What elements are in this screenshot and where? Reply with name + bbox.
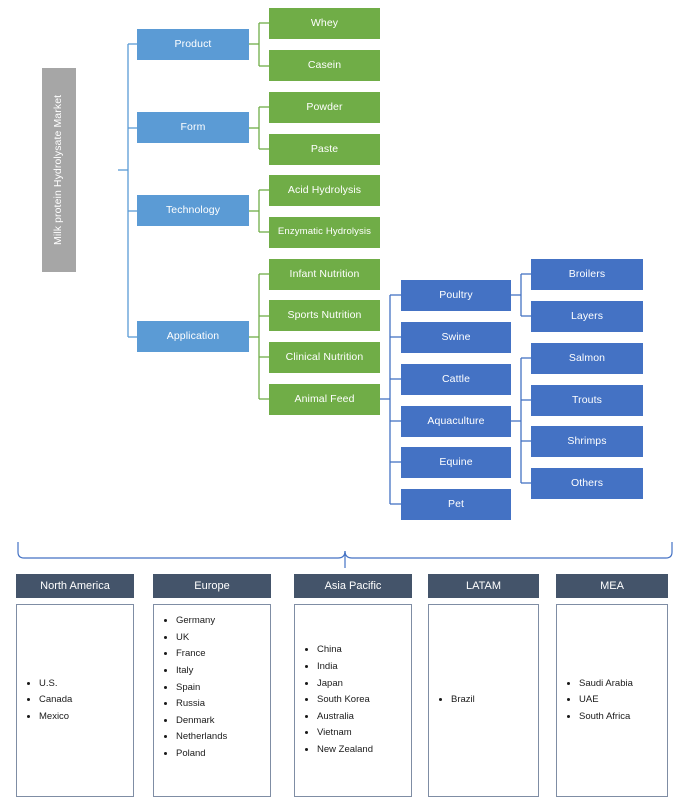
region-body-mea: Saudi Arabia UAE South Africa bbox=[556, 604, 668, 797]
region-body-europe: Germany UK France Italy Spain Russia Den… bbox=[153, 604, 271, 797]
branch-label: Product bbox=[174, 37, 212, 50]
leaf-label: Salmon bbox=[568, 351, 606, 364]
leaf-node-cattle[interactable]: Cattle bbox=[401, 364, 511, 395]
leaf-label: Layers bbox=[570, 309, 604, 322]
list-item: Australia bbox=[317, 709, 373, 726]
list-item: U.S. bbox=[39, 676, 72, 693]
leaf-label: Trouts bbox=[572, 393, 602, 406]
root-node[interactable]: Milk protein Hydrolysate Market bbox=[42, 68, 76, 272]
leaf-label: Casein bbox=[307, 58, 342, 71]
leaf-node-clinical-nutrition[interactable]: Clinical Nutrition bbox=[269, 342, 380, 373]
leaf-label: Equine bbox=[439, 455, 473, 468]
region-header-europe[interactable]: Europe bbox=[153, 574, 271, 598]
list-item: Italy bbox=[176, 663, 227, 680]
list-item: Canada bbox=[39, 692, 72, 709]
region-body-asia-pacific: China India Japan South Korea Australia … bbox=[294, 604, 412, 797]
leaf-node-aquaculture[interactable]: Aquaculture bbox=[401, 406, 511, 437]
leaf-node-equine[interactable]: Equine bbox=[401, 447, 511, 478]
region-body-latam: Brazil bbox=[428, 604, 539, 797]
list-item: China bbox=[317, 642, 373, 659]
leaf-label: Animal Feed bbox=[294, 392, 355, 405]
root-node-label: Milk protein Hydrolysate Market bbox=[52, 94, 65, 246]
list-item: Brazil bbox=[451, 692, 475, 709]
list-item: New Zealand bbox=[317, 742, 373, 759]
region-header-north-america[interactable]: North America bbox=[16, 574, 134, 598]
region-header-asia-pacific[interactable]: Asia Pacific bbox=[294, 574, 412, 598]
leaf-node-poultry[interactable]: Poultry bbox=[401, 280, 511, 311]
branch-label: Application bbox=[166, 329, 220, 342]
leaf-node-sports-nutrition[interactable]: Sports Nutrition bbox=[269, 300, 380, 331]
list-item: Denmark bbox=[176, 713, 227, 730]
region-country-list: China India Japan South Korea Australia … bbox=[295, 642, 373, 758]
leaf-node-casein[interactable]: Casein bbox=[269, 50, 380, 81]
region-name: LATAM bbox=[465, 580, 502, 592]
leaf-label: Swine bbox=[441, 330, 471, 343]
leaf-node-layers[interactable]: Layers bbox=[531, 301, 643, 332]
leaf-node-infant-nutrition[interactable]: Infant Nutrition bbox=[269, 259, 380, 290]
branch-label: Form bbox=[180, 120, 206, 133]
list-item: Russia bbox=[176, 696, 227, 713]
leaf-label: Others bbox=[570, 476, 604, 489]
leaf-node-broilers[interactable]: Broilers bbox=[531, 259, 643, 290]
leaf-label: Acid Hydrolysis bbox=[287, 183, 362, 196]
leaf-label: Paste bbox=[310, 142, 339, 155]
list-item: UAE bbox=[579, 692, 633, 709]
leaf-label: Cattle bbox=[441, 372, 471, 385]
list-item: UK bbox=[176, 630, 227, 647]
region-header-latam[interactable]: LATAM bbox=[428, 574, 539, 598]
leaf-node-pet[interactable]: Pet bbox=[401, 489, 511, 520]
leaf-label: Pet bbox=[447, 497, 465, 510]
leaf-node-animal-feed[interactable]: Animal Feed bbox=[269, 384, 380, 415]
leaf-node-trouts[interactable]: Trouts bbox=[531, 385, 643, 416]
branch-node-product[interactable]: Product bbox=[137, 29, 249, 60]
region-country-list: U.S. Canada Mexico bbox=[17, 676, 72, 726]
leaf-node-shrimps[interactable]: Shrimps bbox=[531, 426, 643, 457]
leaf-node-acid-hydrolysis[interactable]: Acid Hydrolysis bbox=[269, 175, 380, 206]
list-item: India bbox=[317, 659, 373, 676]
region-country-list: Germany UK France Italy Spain Russia Den… bbox=[154, 613, 227, 763]
leaf-node-enzymatic-hydrolysis[interactable]: Enzymatic Hydrolysis bbox=[269, 217, 380, 248]
list-item: Spain bbox=[176, 680, 227, 697]
list-item: Netherlands bbox=[176, 729, 227, 746]
region-name: MEA bbox=[600, 580, 624, 592]
list-item: Germany bbox=[176, 613, 227, 630]
region-country-list: Brazil bbox=[429, 692, 475, 709]
list-item: Japan bbox=[317, 676, 373, 693]
leaf-node-powder[interactable]: Powder bbox=[269, 92, 380, 123]
leaf-node-salmon[interactable]: Salmon bbox=[531, 343, 643, 374]
branch-node-application[interactable]: Application bbox=[137, 321, 249, 352]
leaf-node-others[interactable]: Others bbox=[531, 468, 643, 499]
leaf-node-swine[interactable]: Swine bbox=[401, 322, 511, 353]
leaf-label: Poultry bbox=[439, 288, 473, 301]
branch-node-technology[interactable]: Technology bbox=[137, 195, 249, 226]
region-name: North America bbox=[40, 580, 110, 592]
list-item: Vietnam bbox=[317, 725, 373, 742]
branch-label: Technology bbox=[165, 203, 221, 216]
region-name: Europe bbox=[194, 580, 230, 592]
leaf-node-whey[interactable]: Whey bbox=[269, 8, 380, 39]
list-item: Poland bbox=[176, 746, 227, 763]
leaf-label: Whey bbox=[310, 16, 339, 29]
leaf-label: Broilers bbox=[568, 267, 606, 280]
list-item: South Africa bbox=[579, 709, 633, 726]
leaf-label: Enzymatic Hydrolysis bbox=[277, 226, 372, 238]
leaf-label: Clinical Nutrition bbox=[285, 350, 364, 363]
leaf-label: Powder bbox=[306, 100, 343, 113]
leaf-node-paste[interactable]: Paste bbox=[269, 134, 380, 165]
list-item: Mexico bbox=[39, 709, 72, 726]
region-name: Asia Pacific bbox=[324, 580, 382, 592]
branch-node-form[interactable]: Form bbox=[137, 112, 249, 143]
region-header-mea[interactable]: MEA bbox=[556, 574, 668, 598]
leaf-label: Sports Nutrition bbox=[287, 308, 362, 321]
region-body-north-america: U.S. Canada Mexico bbox=[16, 604, 134, 797]
leaf-label: Shrimps bbox=[567, 434, 607, 447]
leaf-label: Aquaculture bbox=[427, 414, 485, 427]
list-item: South Korea bbox=[317, 692, 373, 709]
region-country-list: Saudi Arabia UAE South Africa bbox=[557, 676, 633, 726]
list-item: France bbox=[176, 646, 227, 663]
list-item: Saudi Arabia bbox=[579, 676, 633, 693]
leaf-label: Infant Nutrition bbox=[289, 267, 360, 280]
